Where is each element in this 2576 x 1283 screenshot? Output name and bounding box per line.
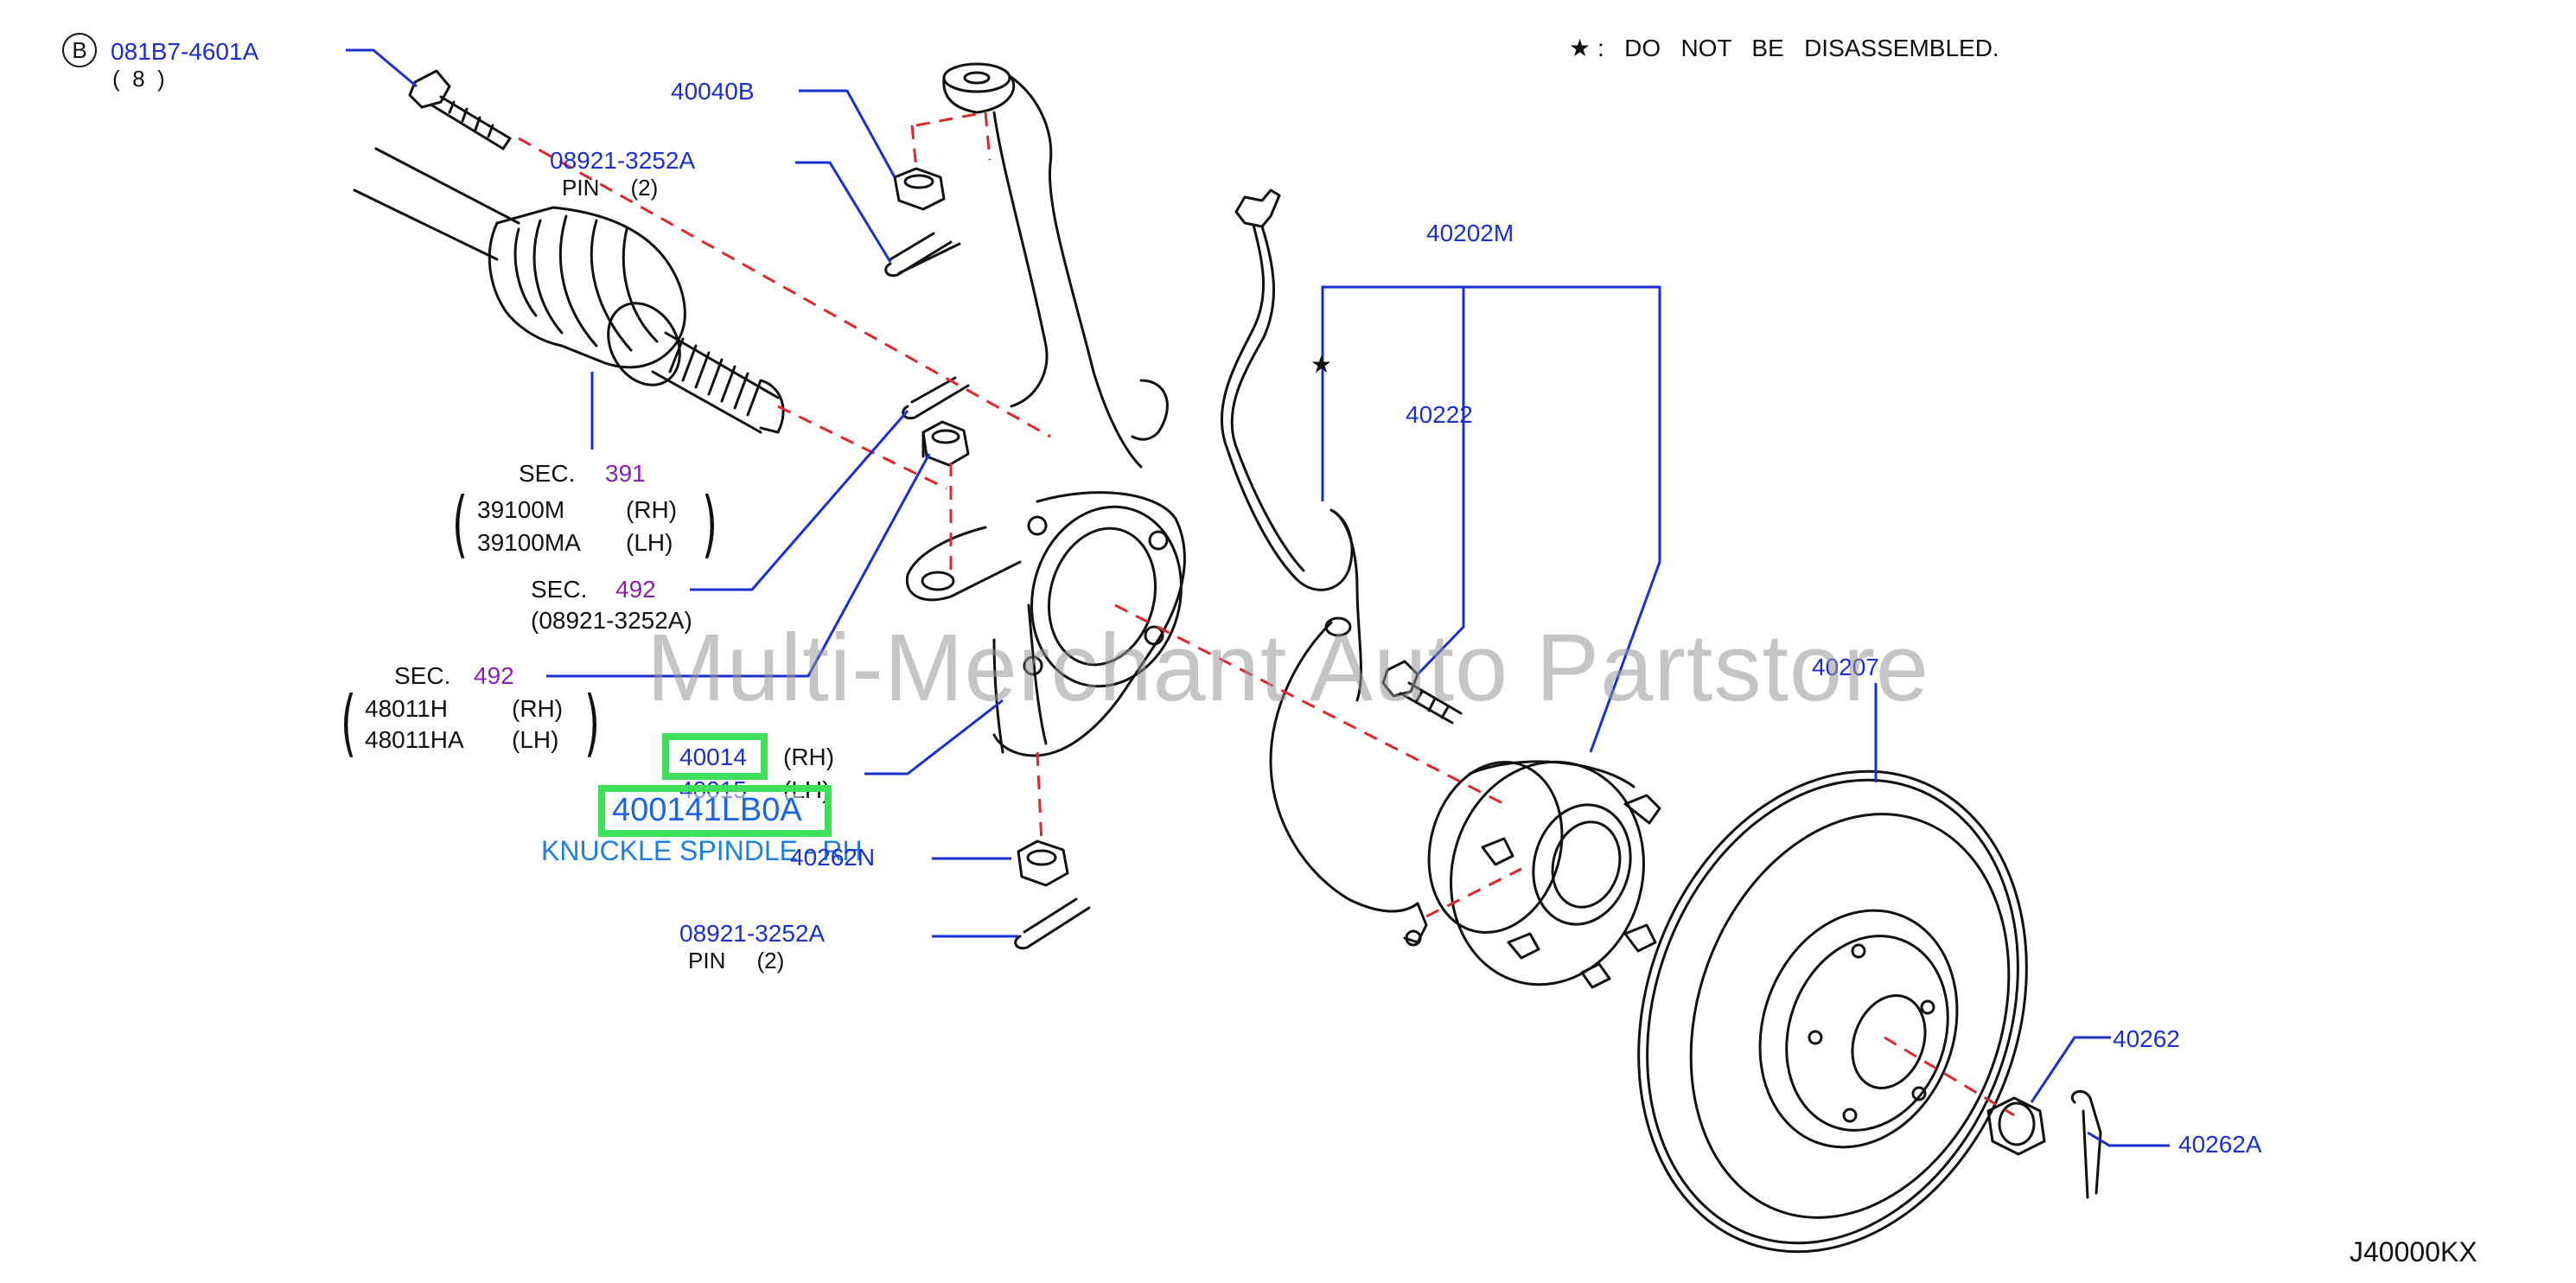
axle-nut-40262-label[interactable]: 40262 — [2113, 1025, 2180, 1052]
highlighted-part-number[interactable]: 400141LB0A — [612, 792, 802, 828]
pin-top-part-number[interactable]: 08921-3252A — [550, 147, 696, 174]
sec-492a-number[interactable]: 492 — [615, 576, 656, 603]
tie-rod-lh-side: (LH) — [512, 726, 559, 753]
note-text: : DO NOT BE DISASSEMBLED. — [1597, 35, 1999, 61]
sec-391-number[interactable]: 391 — [605, 460, 646, 487]
bolt-quantity: ( 8 ) — [112, 66, 165, 92]
driveshaft-rh-part[interactable]: 39100M — [477, 496, 565, 523]
kit-40202m-label[interactable]: 40202M — [1426, 220, 1514, 246]
driveshaft-rh-side: (RH) — [626, 496, 678, 523]
tie-rod-rh-part[interactable]: 48011H — [365, 695, 449, 722]
pin-top-drawing — [884, 232, 961, 278]
pin-lower-drawing — [1014, 897, 1091, 950]
nut-40262n-drawing — [1017, 839, 1069, 887]
bolt-part-number[interactable]: 081B7-4601A — [111, 38, 259, 65]
bracket-left-2: ( — [341, 680, 357, 765]
sec-391-label: SEC. — [519, 460, 576, 487]
circled-letter-b: B — [62, 33, 97, 67]
driveshaft-lh-part[interactable]: 39100MA — [477, 529, 581, 556]
sec-492a-label: SEC. — [531, 576, 588, 603]
axle-pin-drawing — [2070, 1089, 2102, 1199]
knuckle-rh-side: (RH) — [783, 744, 835, 770]
star-marker: ★ — [1310, 351, 1333, 378]
hub-assembly-drawing — [1427, 760, 1661, 989]
assembly-centerlines — [518, 111, 2015, 1117]
watermark: Multi-Merchant Auto Partstore — [647, 615, 1930, 721]
bolt-drawing — [408, 69, 512, 150]
drive-shaft-drawing — [353, 147, 785, 434]
sec-492b-label: SEC. — [394, 662, 451, 689]
knuckle-rh-part[interactable]: 40014 — [679, 744, 747, 770]
highlighted-part-caption: KNUCKLE SPINDLE - RH — [541, 835, 863, 866]
tie-rod-lh-part[interactable]: 48011HA — [365, 726, 464, 753]
knuckle-highlight-box — [662, 733, 768, 780]
diagram-code: J40000KX — [2350, 1236, 2477, 1267]
bracket-right-2: ) — [584, 680, 601, 765]
pin-lower-part-number[interactable]: 08921-3252A — [679, 920, 826, 947]
sec-492b-number[interactable]: 492 — [474, 662, 514, 689]
tie-rod-rh-side: (RH) — [512, 695, 564, 722]
bracket-left: ( — [452, 482, 469, 566]
note-star: ★ — [1569, 35, 1591, 61]
sensor-40222-label[interactable]: 40222 — [1406, 401, 1473, 428]
nut-40040b-drawing — [893, 167, 946, 211]
nut-40262n-label[interactable]: 40262N — [790, 844, 876, 871]
pin-top-description: PIN (2) — [562, 175, 659, 201]
rotor-40207-label[interactable]: 40207 — [1812, 654, 1879, 680]
axle-pin-40262a-label[interactable]: 40262A — [2178, 1131, 2262, 1158]
sensor-wire-drawing — [1220, 188, 1428, 947]
nut-middle-drawing — [921, 420, 970, 467]
brake-rotor-drawing — [1637, 769, 2028, 1254]
pin-lower-description: PIN (2) — [688, 948, 785, 973]
knuckle-drawing — [905, 62, 1186, 757]
sec-492a-sub: (08921-3252A) — [531, 607, 692, 634]
axle-nut-drawing — [1986, 1096, 2046, 1156]
leader-lines — [346, 48, 2170, 1147]
nut-40040b-label[interactable]: 40040B — [671, 78, 755, 105]
sensor-bolt-drawing — [1381, 660, 1463, 724]
bracket-right: ) — [702, 482, 718, 566]
driveshaft-lh-side: (LH) — [626, 529, 673, 556]
part-number-highlight-box — [598, 785, 832, 837]
